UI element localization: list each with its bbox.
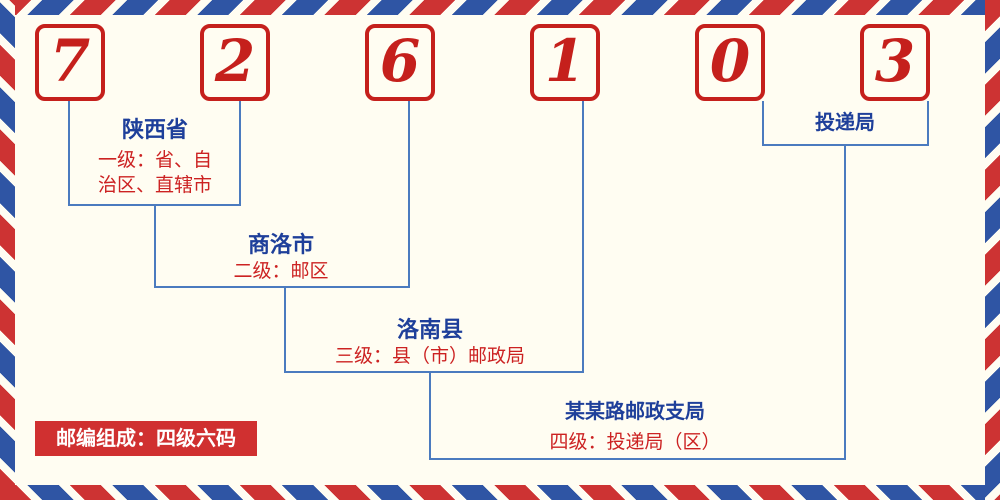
digit-box-5: 0 xyxy=(695,24,765,101)
connector-line xyxy=(408,101,410,288)
digit-6: 3 xyxy=(874,26,916,95)
level4-name: 某某路邮政支局 xyxy=(565,399,705,423)
digit-box-6: 3 xyxy=(860,24,930,101)
level2-name: 商洛市 xyxy=(247,233,314,258)
connector-line xyxy=(239,101,241,206)
level2-desc: 二级：邮区 xyxy=(233,260,329,282)
connector-line xyxy=(844,146,846,460)
connector-line xyxy=(762,144,929,146)
connector-line xyxy=(927,101,929,146)
delivery-bureau-label: 投递局 xyxy=(815,110,875,134)
airmail-border-top xyxy=(0,0,1000,15)
digit-box-2: 2 xyxy=(200,24,270,101)
level3-name: 洛南县 xyxy=(396,318,463,343)
digit-5: 0 xyxy=(709,26,751,95)
level1-name: 陕西省 xyxy=(121,118,188,143)
connector-line xyxy=(154,206,156,288)
connector-line xyxy=(68,101,70,206)
connector-line xyxy=(762,101,764,146)
level4-desc: 四级：投递局（区） xyxy=(549,431,721,453)
digit-1: 7 xyxy=(49,26,91,95)
airmail-border-left xyxy=(0,0,15,500)
airmail-border-right xyxy=(985,0,1000,500)
postal-code-composition-badge: 邮编组成：四级六码 xyxy=(35,421,257,456)
digit-2: 2 xyxy=(214,26,256,95)
digit-4: 1 xyxy=(544,26,586,95)
level3-desc: 三级：县（市）邮政局 xyxy=(334,345,525,367)
connector-line xyxy=(154,286,410,288)
digit-box-4: 1 xyxy=(530,24,600,101)
digit-box-3: 6 xyxy=(365,24,435,101)
connector-line xyxy=(429,458,846,460)
level1-desc-line2: 治区、直辖市 xyxy=(97,174,212,196)
connector-line xyxy=(429,373,431,460)
connector-line xyxy=(284,288,286,373)
connector-line xyxy=(68,204,241,206)
digit-3: 6 xyxy=(379,26,421,95)
connector-line xyxy=(284,371,584,373)
airmail-border-bottom xyxy=(0,485,1000,500)
level1-desc-line1: 一级：省、自 xyxy=(97,149,212,171)
connector-line xyxy=(582,101,584,373)
digit-box-1: 7 xyxy=(35,24,105,101)
